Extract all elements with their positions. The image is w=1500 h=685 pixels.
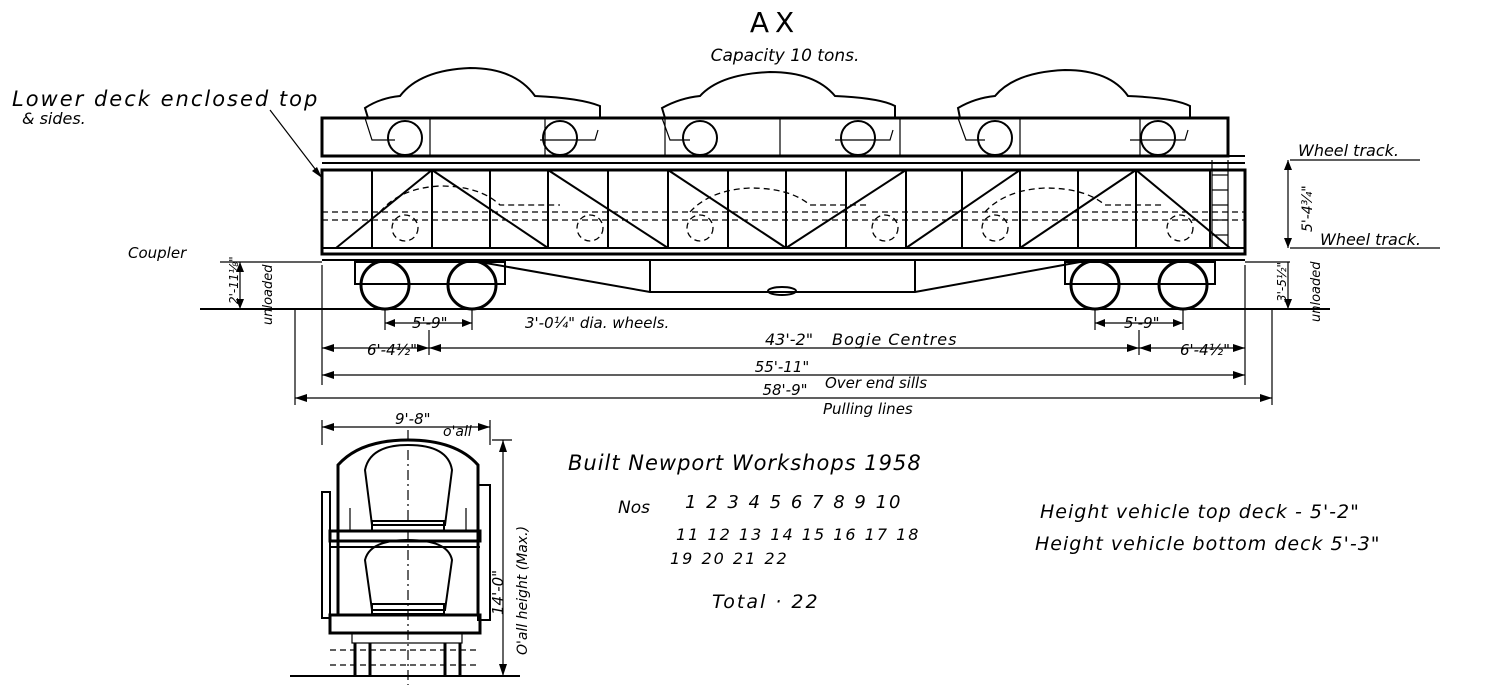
unloaded-right-label: unloaded xyxy=(1309,261,1324,322)
width-value: 9'-8" xyxy=(395,410,431,428)
pulling-lines-label: Pulling lines xyxy=(823,400,913,418)
nos-row-1: 1 2 3 4 5 6 7 8 9 10 xyxy=(685,492,902,513)
wheel-track-bottom-label: Wheel track. xyxy=(1320,230,1421,249)
dimensions: 5'-9" 3'-0¼" dia. wheels. 5'-9" 6'-4½" 4… xyxy=(294,265,1273,418)
bogie-centres-value: 43'-2" xyxy=(765,330,813,349)
height-label: O'all height (Max.) xyxy=(515,526,531,655)
bogie-right xyxy=(1064,259,1216,311)
bogie-centres-label: Bogie Centres xyxy=(832,330,957,349)
svg-text:3'-5½": 3'-5½" xyxy=(1275,262,1289,302)
end-elevation: 9'-8" o'all 14'-0" O'all height xyxy=(290,410,531,685)
wheel-track-top-label: Wheel track. xyxy=(1298,141,1399,160)
deck-height-dimension: 5'-4¾" xyxy=(1284,160,1316,248)
bogie-left xyxy=(354,259,506,311)
unloaded-left-label: unloaded xyxy=(261,264,276,325)
width-oall: o'all xyxy=(443,424,472,440)
built-label: Built Newport Workshops 1958 xyxy=(568,451,922,475)
end-left-dimension: 6'-4½" xyxy=(367,341,417,359)
wheel-diameter-label: 3'-0¼" dia. wheels. xyxy=(525,314,669,332)
top-deck-height: Height vehicle top deck - 5'-2" xyxy=(1040,501,1360,523)
nos-row-3: 19 20 21 22 xyxy=(670,549,789,568)
coupler-label: Coupler xyxy=(128,244,187,262)
svg-text:2'-11⅛": 2'-11⅛" xyxy=(227,256,241,304)
over-end-sills-label: Over end sills xyxy=(825,374,927,392)
car-top-1 xyxy=(363,66,601,156)
bottom-deck-height: Height vehicle bottom deck 5'-3" xyxy=(1035,533,1381,555)
height-value: 14'-0" xyxy=(489,570,507,615)
total-label: Total · 22 xyxy=(712,591,820,613)
over-end-sills-value: 55'-11" xyxy=(755,358,810,376)
lower-deck-note-line1: Lower deck enclosed top xyxy=(12,87,319,111)
diagram-title: AX xyxy=(750,6,800,39)
end-right-dimension: 6'-4½" xyxy=(1180,341,1230,359)
lower-deck-note-line2: & sides. xyxy=(22,109,86,128)
car-top-2 xyxy=(660,70,896,156)
pulling-lines-value: 58'-9" xyxy=(762,381,807,399)
nos-prefix: Nos xyxy=(618,498,650,518)
svg-text:5'-4¾": 5'-4¾" xyxy=(1300,185,1316,232)
capacity-label: Capacity 10 tons. xyxy=(711,46,860,66)
height-right-dimension: 3'-5½" unloaded xyxy=(1275,261,1324,322)
car-top-3 xyxy=(956,68,1191,156)
info-block: Built Newport Workshops 1958 Nos 1 2 3 4… xyxy=(568,451,1381,613)
height-left-dimension: 2'-11⅛" unloaded xyxy=(227,256,276,325)
side-elevation xyxy=(200,66,1330,311)
bogie-wheelbase-right: 5'-9" xyxy=(1124,314,1160,332)
bogie-wheelbase-left: 5'-9" xyxy=(412,314,448,332)
nos-row-2: 11 12 13 14 15 16 17 18 xyxy=(676,525,920,544)
